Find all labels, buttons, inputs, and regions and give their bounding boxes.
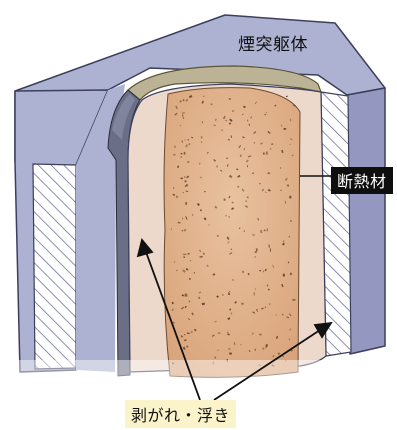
core-speckle [181, 177, 183, 179]
core-speckle [202, 121, 203, 123]
core-speckle [270, 249, 271, 252]
core-speckle [182, 218, 183, 220]
bottom-fade [10, 360, 390, 390]
core-speckle [232, 110, 234, 112]
core-speckle [276, 315, 277, 316]
core-speckle [259, 334, 261, 336]
chimney-body-label: 煙突躯体 [238, 30, 308, 55]
core-speckle [218, 332, 221, 334]
core-speckle [177, 166, 179, 168]
core-speckle [224, 198, 226, 200]
peeling-label: 剥がれ・浮き [125, 400, 236, 428]
left-wall-section [33, 164, 76, 369]
core-speckle [229, 123, 231, 125]
core-speckle [182, 115, 183, 116]
core-speckle [228, 293, 230, 295]
core-speckle [247, 165, 248, 167]
core-speckle [174, 146, 176, 148]
insulation-label: 断熱材 [331, 167, 393, 194]
chimney-right-wall [347, 88, 385, 354]
core-speckle [241, 303, 244, 305]
core-speckle [185, 202, 187, 205]
core-speckle [191, 331, 193, 332]
core-speckle [184, 152, 186, 155]
core-speckle [254, 349, 256, 351]
core-speckle [243, 106, 245, 108]
core-speckle [289, 196, 291, 199]
core-speckle [269, 303, 271, 304]
core-speckle [264, 114, 266, 115]
core-speckle [173, 187, 174, 189]
core-speckle [262, 348, 264, 350]
core-speckle [211, 104, 213, 105]
core-speckle [283, 274, 285, 277]
core-speckle [255, 256, 256, 258]
core-speckle [292, 299, 295, 301]
core-speckle [263, 153, 265, 155]
core-speckle [229, 353, 232, 355]
core-speckle [178, 222, 181, 224]
core-speckle [184, 180, 186, 182]
core-speckle [266, 151, 268, 154]
core-speckle [181, 156, 182, 157]
core-speckle [256, 248, 258, 251]
core-speckle [240, 155, 242, 157]
core-speckle [183, 254, 186, 255]
core-speckle [228, 349, 230, 350]
core-speckle [254, 292, 255, 295]
core-speckle [201, 136, 203, 138]
core-speckle [244, 230, 245, 231]
core-speckle [247, 120, 248, 122]
core-speckle [280, 190, 282, 191]
core-speckle [283, 241, 285, 243]
